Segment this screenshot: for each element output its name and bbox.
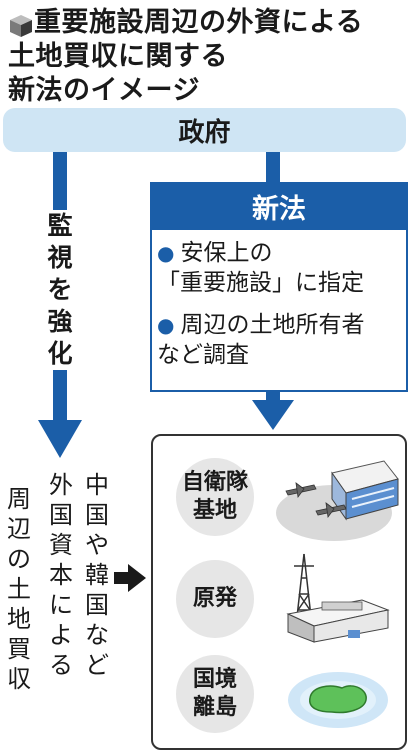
facility-1-line-1: 自衛隊 bbox=[181, 470, 248, 495]
bullet2-line1: 周辺の土地所有者 bbox=[180, 312, 365, 338]
bullet-dot-icon: ● bbox=[157, 241, 175, 265]
facility-island-label: 国境離島 bbox=[176, 655, 254, 733]
airbase-icon bbox=[276, 460, 399, 541]
facility-airbase-label: 自衛隊基地 bbox=[176, 458, 254, 536]
government-box: 政府 bbox=[3, 108, 406, 152]
left-text-col-1: 周辺の土地買収 bbox=[7, 485, 31, 693]
bullet1-line1: 安保上の bbox=[180, 240, 273, 266]
title-line-3: 新法のイメージ bbox=[8, 75, 200, 106]
left-text-col-2: 外国資本による bbox=[49, 471, 73, 679]
left-text-col-3: 中国や韓国など bbox=[85, 471, 109, 679]
monitoring-label: 監視を強化 bbox=[44, 210, 76, 370]
title-line-1: 重要施設周辺の外資による bbox=[34, 7, 364, 38]
law-connector bbox=[266, 152, 280, 182]
black-arrow bbox=[114, 564, 146, 592]
nuclear-plant-icon bbox=[286, 553, 390, 643]
facility-2-line-1: 原発 bbox=[192, 586, 237, 611]
facility-3-line-2: 離島 bbox=[192, 695, 237, 720]
facility-3-line-1: 国境 bbox=[192, 667, 237, 692]
diagram-title: 重要施設周辺の外資による 土地買収に関する 新法のイメージ bbox=[8, 6, 406, 108]
facility-1-line-2: 基地 bbox=[192, 498, 237, 523]
new-law-header: 新法 bbox=[150, 182, 408, 230]
title-line-2: 土地買収に関する bbox=[8, 41, 228, 72]
cube-icon bbox=[10, 15, 32, 37]
new-law-bullet-1: ●安保上の 「重要施設」に指定 bbox=[157, 238, 402, 298]
bullet-dot-icon: ● bbox=[157, 313, 175, 337]
new-law-bullet-2: ●周辺の土地所有者 など調査 bbox=[157, 310, 402, 370]
law-to-facilities-arrow bbox=[252, 388, 294, 430]
bullet1-line2: 「重要施設」に指定 bbox=[157, 270, 364, 296]
facility-nuclear-label: 原発 bbox=[176, 560, 254, 638]
island-icon bbox=[288, 672, 388, 728]
bullet2-line2: など調査 bbox=[157, 342, 249, 368]
